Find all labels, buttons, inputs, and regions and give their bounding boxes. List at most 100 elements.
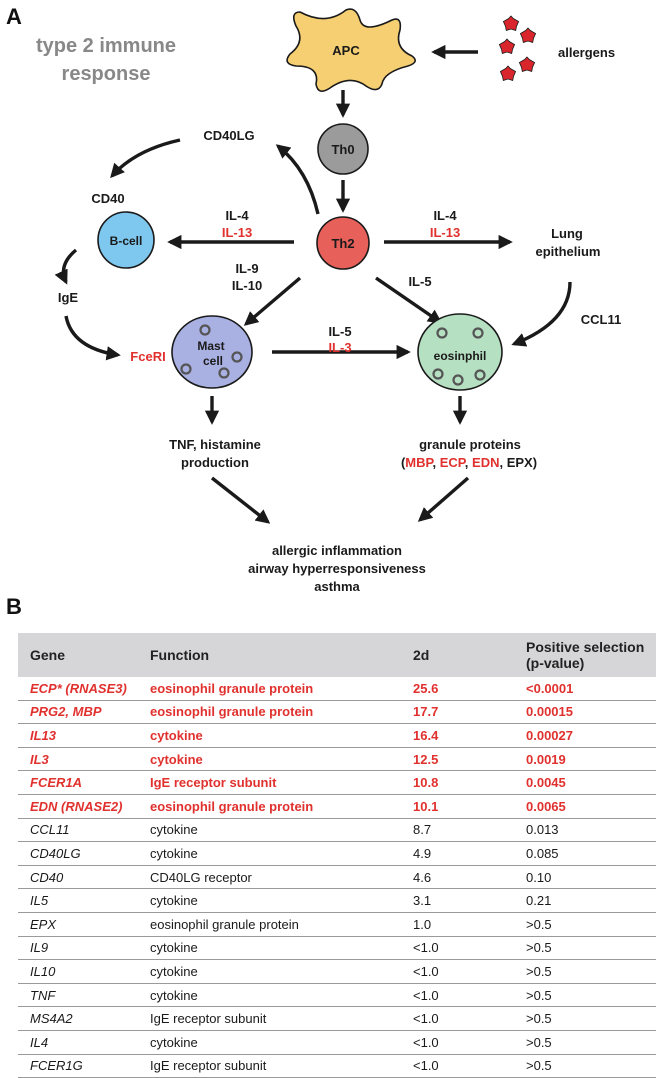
th0-cell xyxy=(317,123,369,175)
arrow-lung-to-eosinophil xyxy=(511,281,572,347)
cell-function: cytokine xyxy=(138,818,401,843)
granule-epx: , EPX) xyxy=(499,455,537,470)
cell-function: cytokine xyxy=(138,959,401,984)
tnf-label-line1: TNF, histamine xyxy=(169,437,261,452)
cell-function: eosinophil granule protein xyxy=(138,700,401,725)
arrow-cd40lg-to-cd40 xyxy=(110,138,181,179)
granule-sep1: , xyxy=(433,455,440,470)
header-psel-line2: (p-value) xyxy=(526,655,585,671)
cell-2d: 16.4 xyxy=(401,723,514,748)
cell-function: IgE receptor subunit xyxy=(138,1054,401,1078)
cell-function: IgE receptor subunit xyxy=(138,1006,401,1031)
cell-gene: TNF xyxy=(18,983,138,1008)
cell-2d: 1.0 xyxy=(401,912,514,937)
cell-2d: <1.0 xyxy=(401,983,514,1008)
mast-label-line2: cell xyxy=(203,354,223,368)
cell-function: eosinophil granule protein xyxy=(138,794,401,819)
outcome-line1: allergic inflammation xyxy=(272,543,402,558)
il3-mid-label: IL-3 xyxy=(328,340,351,355)
eosinophil-granules xyxy=(432,327,486,386)
cell-function: cytokine xyxy=(138,888,401,913)
allergen-3 xyxy=(498,38,516,55)
mast-granule-4 xyxy=(218,367,230,379)
il13-right-label: IL-13 xyxy=(430,225,460,240)
table-header-row: Gene Function 2d Positive selection(p-va… xyxy=(18,633,656,677)
arrow-bcell-to-ige xyxy=(54,248,78,285)
cell-gene: IL3 xyxy=(18,747,138,772)
cell-function: cytokine xyxy=(138,841,401,866)
eos-granule-4 xyxy=(452,374,464,386)
header-function: Function xyxy=(150,647,210,663)
cell-p-value: 0.0045 xyxy=(514,770,656,795)
il5-mid-label: IL-5 xyxy=(328,324,351,339)
il4-left-label: IL-4 xyxy=(225,208,249,223)
panel-b-letter: B xyxy=(6,594,22,619)
cell-gene: MS4A2 xyxy=(18,1006,138,1031)
cell-gene: CCL11 xyxy=(18,818,138,843)
cell-gene: PRG2, MBP xyxy=(18,700,138,725)
cell-2d: 8.7 xyxy=(401,818,514,843)
cell-2d: <1.0 xyxy=(401,936,514,961)
cell-gene: EPX xyxy=(18,912,138,937)
cell-p-value: >0.5 xyxy=(514,1006,656,1031)
cell-p-value: <0.0001 xyxy=(514,677,656,701)
cell-2d: <1.0 xyxy=(401,1006,514,1031)
mast-granule-3 xyxy=(231,351,243,363)
cell-2d: 10.8 xyxy=(401,770,514,795)
cell-gene: IL9 xyxy=(18,936,138,961)
panel-a-letter: A xyxy=(6,4,22,29)
il4-right-label: IL-4 xyxy=(433,208,457,223)
cell-gene: FCER1A xyxy=(18,770,138,795)
cd40lg-label: CD40LG xyxy=(203,128,254,143)
eos-granule-3 xyxy=(432,368,444,380)
cell-p-value: 0.21 xyxy=(514,888,656,913)
fceri-label: FceRI xyxy=(130,349,165,364)
cell-p-value: 0.013 xyxy=(514,818,656,843)
cell-function: cytokine xyxy=(138,936,401,961)
lung-label-line1: Lung xyxy=(551,226,583,241)
th0-label: Th0 xyxy=(331,142,354,157)
granule-ecp: ECP xyxy=(440,455,467,470)
cell-p-value: 0.0065 xyxy=(514,794,656,819)
ccl11-label: CCL11 xyxy=(581,312,621,327)
eos-granule-1 xyxy=(436,327,448,339)
cell-function: cytokine xyxy=(138,723,401,748)
cell-function: IgE receptor subunit xyxy=(138,770,401,795)
cell-p-value: 0.00015 xyxy=(514,700,656,725)
il5-diag-label: IL-5 xyxy=(408,274,431,289)
cell-function: cytokine xyxy=(138,1030,401,1055)
cell-p-value: >0.5 xyxy=(514,959,656,984)
header-gene: Gene xyxy=(30,647,66,663)
cell-function: CD40LG receptor xyxy=(138,865,401,890)
gene-table: Gene Function 2d Positive selection(p-va… xyxy=(18,633,656,1078)
th2-cell xyxy=(316,216,370,270)
allergen-2 xyxy=(519,27,537,44)
il9-label: IL-9 xyxy=(235,261,258,276)
header-psel-line1: Positive selection xyxy=(526,639,645,655)
header-2d: 2d xyxy=(413,647,430,663)
allergen-5 xyxy=(499,65,517,82)
cell-gene: IL13 xyxy=(18,723,138,748)
mast-label-line1: Mast xyxy=(197,339,224,353)
apc-label: APC xyxy=(332,43,360,58)
cell-p-value: 0.0019 xyxy=(514,747,656,772)
eos-granule-5 xyxy=(474,369,486,381)
cell-p-value: 0.10 xyxy=(514,865,656,890)
arrow-ige-to-fceri xyxy=(64,315,121,361)
mast-granule-2 xyxy=(180,363,192,375)
eosinophil-label: eosinphil xyxy=(434,349,487,363)
allergens-label: allergens xyxy=(558,45,615,60)
cell-2d: <1.0 xyxy=(401,959,514,984)
